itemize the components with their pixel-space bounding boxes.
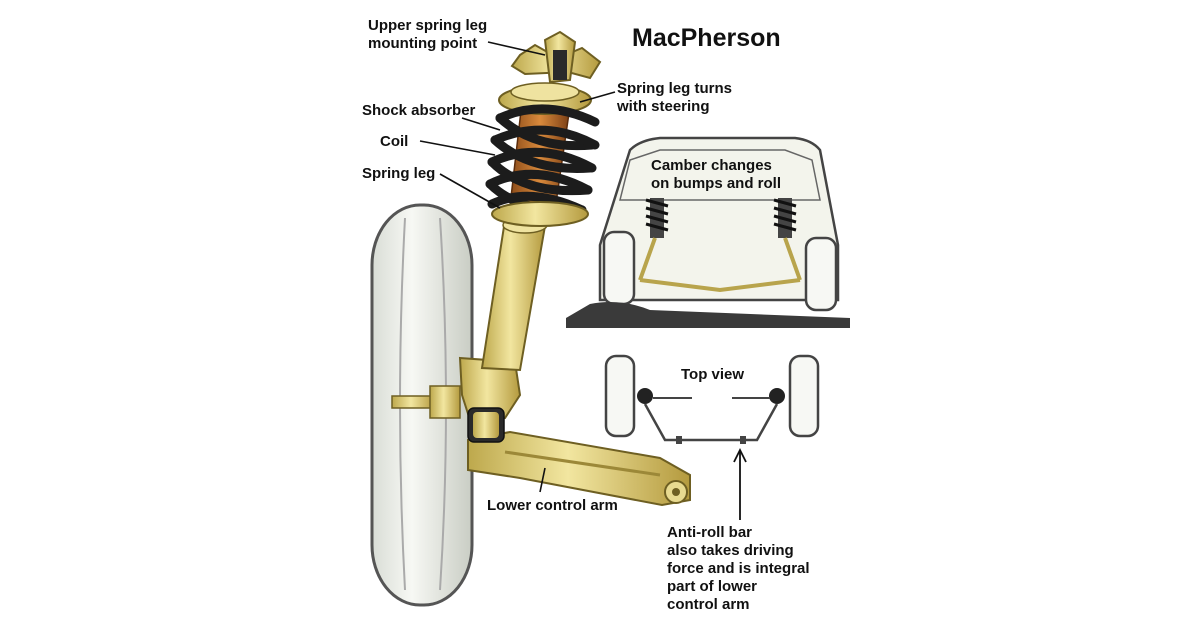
- label-shock-absorber: Shock absorber: [362, 102, 476, 119]
- diagram-title: MacPherson: [632, 24, 781, 52]
- label-spring-leg-turns-1: Spring leg turns: [617, 80, 733, 97]
- label-lower-control-arm: Lower control arm: [487, 497, 618, 514]
- label-anti-roll-3: force and is integral: [667, 560, 810, 577]
- label-spring-leg: Spring leg: [362, 165, 436, 182]
- strut-tube: [480, 216, 548, 372]
- coil-spring: [485, 104, 600, 215]
- label-top-view: Top view: [681, 366, 745, 383]
- label-anti-roll-5: control arm: [667, 596, 750, 613]
- label-anti-roll-1: Anti-roll bar: [667, 524, 752, 541]
- lower-control-arm: [467, 430, 691, 507]
- wheel-hub: [391, 356, 522, 443]
- label-anti-roll-2: also takes driving: [667, 542, 794, 559]
- label-upper-mount-1: Upper spring leg: [368, 17, 488, 34]
- leader-lines: [419, 41, 616, 493]
- car-rear-view: [566, 136, 850, 328]
- upper-mount: [510, 30, 602, 84]
- label-anti-roll-4: part of lower: [667, 578, 758, 595]
- top-view-diagram: [604, 354, 820, 520]
- lower-spring-seat: [491, 201, 589, 227]
- label-camber-1: Camber changes: [651, 157, 772, 174]
- label-spring-leg-turns-2: with steering: [617, 98, 710, 115]
- label-camber-2: on bumps and roll: [651, 175, 781, 192]
- label-coil: Coil: [380, 133, 409, 150]
- label-upper-mount-2: mounting point: [368, 35, 478, 52]
